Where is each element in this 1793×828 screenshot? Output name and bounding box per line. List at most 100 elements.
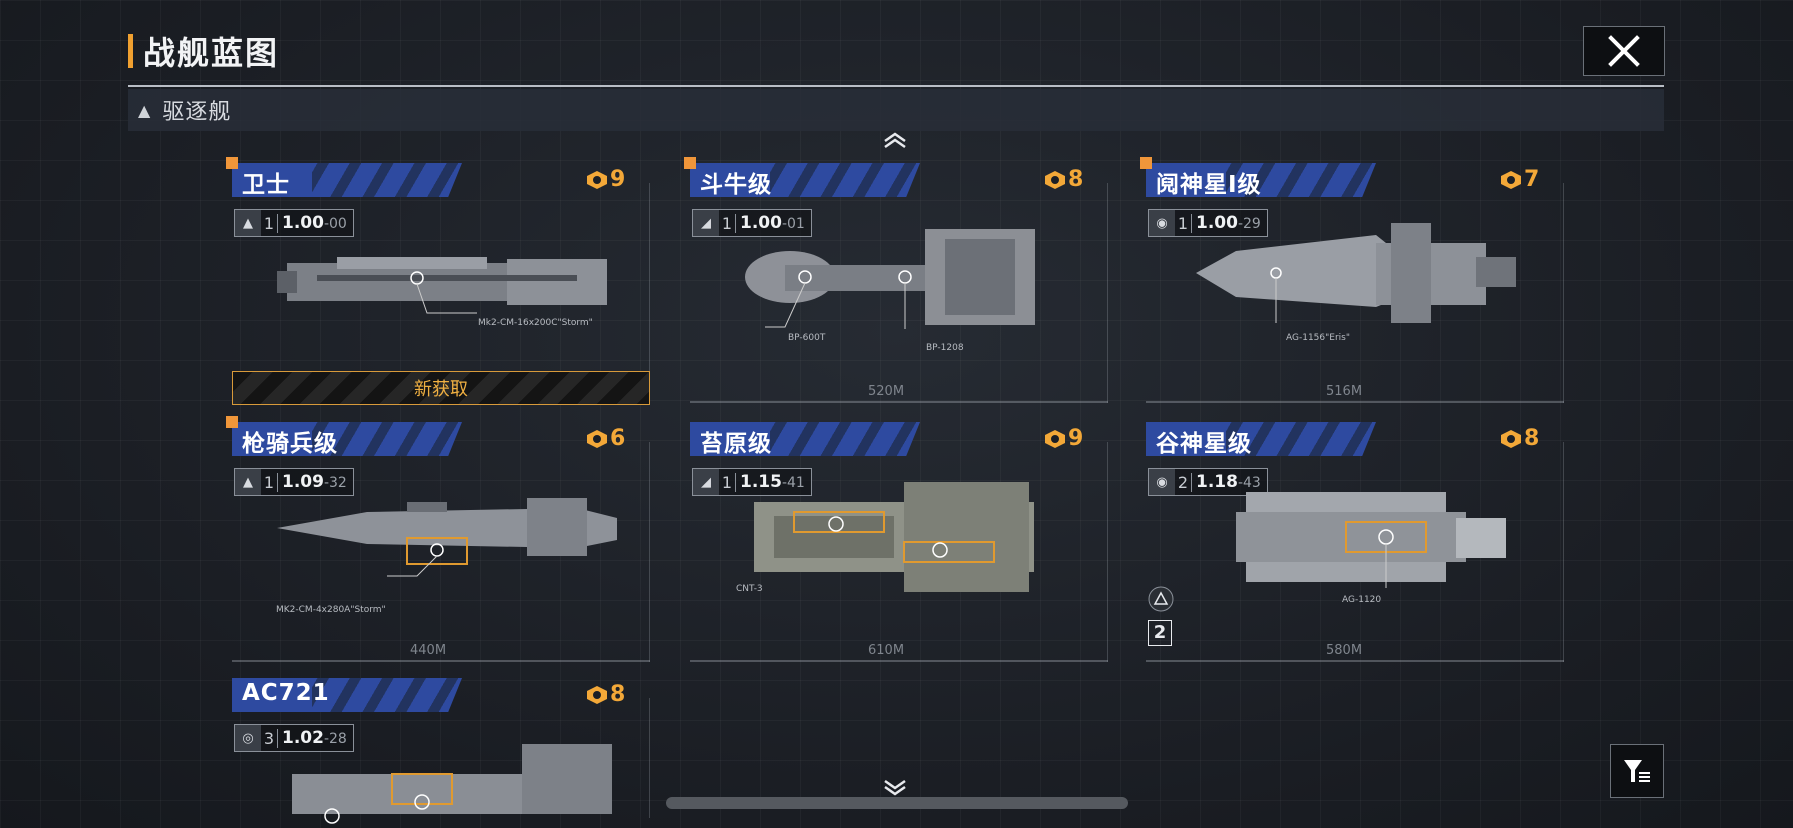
ship-image-weishi bbox=[277, 257, 607, 314]
ship-rank: 9 bbox=[586, 167, 625, 192]
rocket-icon: ▲ bbox=[235, 469, 261, 495]
header-divider bbox=[128, 85, 1664, 87]
weapon-callout-2: BP-1208 bbox=[926, 343, 964, 353]
rank-badge-icon bbox=[1501, 170, 1521, 189]
rank-badge-icon bbox=[587, 685, 607, 704]
ship-image-douniu bbox=[745, 229, 1035, 329]
triangle-badge-icon bbox=[1148, 586, 1174, 612]
ship-image-eris bbox=[1196, 223, 1516, 323]
scroll-up-arrow[interactable] bbox=[882, 130, 908, 155]
ship-name: 卫士 bbox=[242, 172, 290, 198]
ship-stats: ◉ 1 1.00-29 bbox=[1148, 209, 1268, 237]
weapon-callout: CNT-3 bbox=[736, 584, 763, 594]
ship-name: 阋神星I级 bbox=[1156, 172, 1262, 198]
globe-icon: ◎ bbox=[235, 725, 261, 751]
card-frame bbox=[1146, 401, 1564, 403]
ship-card-ac721[interactable]: AC721 8 ◎ 3 1.02-28 bbox=[232, 678, 650, 828]
ship-value: 1.02-28 bbox=[282, 728, 347, 748]
category-label: 驱逐舰 bbox=[162, 100, 232, 125]
close-icon bbox=[1608, 35, 1640, 67]
category-dropdown[interactable]: ▲ 驱逐舰 bbox=[128, 89, 1664, 131]
ship-level: 1 bbox=[261, 472, 278, 492]
weapon-callout: AG-1156"Eris" bbox=[1286, 333, 1350, 343]
ship-length: 516M bbox=[1326, 384, 1363, 399]
ship-name-bar-solid bbox=[690, 163, 770, 197]
ship-value: 1.09-32 bbox=[282, 472, 347, 492]
ship-stats: ◎ 3 1.02-28 bbox=[234, 724, 354, 752]
ship-name-bar-solid bbox=[1146, 422, 1226, 456]
card-frame-right bbox=[1107, 183, 1108, 403]
card-frame-right bbox=[649, 698, 650, 818]
weapon-callout: AG-1120 bbox=[1342, 595, 1382, 605]
triangle-up-icon: ▲ bbox=[138, 100, 151, 120]
new-acquired-banner: 新获取 bbox=[232, 371, 650, 405]
ship-image-lancer bbox=[277, 498, 617, 577]
rank-badge-icon bbox=[1045, 429, 1065, 448]
ship-card-eris[interactable]: 阋神星I级 7 ◉ 1 1.00-29 AG-1156"Eris" 516M bbox=[1140, 157, 1564, 413]
count-badge: 2 bbox=[1148, 620, 1172, 646]
card-frame bbox=[690, 660, 1108, 662]
chevron-up-icon bbox=[884, 132, 906, 149]
ship-image-ac721 bbox=[292, 744, 612, 824]
rank-badge-icon bbox=[1045, 170, 1065, 189]
ship-level: 1 bbox=[719, 213, 736, 233]
card-frame-right bbox=[1563, 183, 1564, 403]
ship-rank: 6 bbox=[586, 426, 625, 451]
ship-length: 520M bbox=[868, 384, 905, 399]
ship-card-lancer[interactable]: 枪骑兵级 6 ▲ 1 1.09-32 MK2-CM-4x280A"Storm" … bbox=[226, 416, 650, 672]
ship-rank: 9 bbox=[1044, 426, 1083, 451]
ship-level: 1 bbox=[719, 472, 736, 492]
ship-card-weishi[interactable]: 卫士 9 ▲ 1 1.00-00 Mk2-CM-16x200C"Storm" 新… bbox=[226, 157, 650, 413]
faction-icon: ◉ bbox=[1149, 210, 1175, 236]
faction-icon: ◢ bbox=[693, 210, 719, 236]
ship-level: 1 bbox=[1175, 213, 1192, 233]
new-corner-marker bbox=[684, 157, 696, 169]
ship-name-bar-solid bbox=[1146, 163, 1226, 197]
card-frame bbox=[690, 401, 1108, 403]
ship-name-bar-solid bbox=[232, 678, 312, 712]
ship-name-bar-solid bbox=[232, 163, 312, 197]
horizontal-scrollbar[interactable] bbox=[666, 797, 1128, 809]
faction-icon: ◢ bbox=[693, 469, 719, 495]
ship-stats: ▲ 1 1.09-32 bbox=[234, 468, 354, 496]
card-frame bbox=[649, 183, 650, 403]
ship-image-tundra bbox=[754, 482, 1034, 592]
rank-badge-icon bbox=[587, 170, 607, 189]
rocket-icon: ▲ bbox=[235, 210, 261, 236]
ship-length: 580M bbox=[1326, 643, 1363, 658]
ship-card-ceres[interactable]: 谷神星级 8 ◉ 2 1.18-43 AG-1120 2 580M bbox=[1146, 422, 1564, 672]
ship-length: 440M bbox=[410, 643, 447, 658]
card-frame bbox=[1146, 660, 1564, 662]
ship-name: 谷神星级 bbox=[1156, 431, 1252, 457]
ship-level: 2 bbox=[1175, 472, 1192, 492]
ship-stats: ◉ 2 1.18-43 bbox=[1148, 468, 1268, 496]
ship-rank: 7 bbox=[1500, 167, 1539, 192]
ship-stats: ◢ 1 1.15-41 bbox=[692, 468, 812, 496]
faction-icon: ◉ bbox=[1149, 469, 1175, 495]
ship-value: 1.15-41 bbox=[740, 472, 805, 492]
filter-button[interactable] bbox=[1610, 744, 1664, 798]
ship-name-bar-solid bbox=[690, 422, 770, 456]
ship-stats: ▲ 1 1.00-00 bbox=[234, 209, 354, 237]
ship-image-ceres bbox=[1236, 492, 1506, 588]
ship-value: 1.00-01 bbox=[740, 213, 805, 233]
close-button[interactable] bbox=[1583, 26, 1665, 76]
rank-badge-icon bbox=[1501, 429, 1521, 448]
ship-name: AC721 bbox=[242, 680, 330, 706]
ship-card-tundra[interactable]: 苔原级 9 ◢ 1 1.15-41 CNT-3 610M bbox=[690, 422, 1108, 672]
page-title-text: 战舰蓝图 bbox=[143, 34, 280, 72]
ship-level: 1 bbox=[261, 213, 278, 233]
new-corner-marker bbox=[226, 416, 238, 428]
ship-stats: ◢ 1 1.00-01 bbox=[692, 209, 812, 237]
new-corner-marker bbox=[226, 157, 238, 169]
rank-badge-icon bbox=[587, 429, 607, 448]
filter-icon bbox=[1624, 760, 1650, 782]
ship-name-bar-solid bbox=[232, 422, 312, 456]
ship-card-douniu[interactable]: 斗牛级 8 ◢ 1 1.00-01 BP-600T BP-1208 520M bbox=[684, 157, 1108, 413]
ship-name: 枪骑兵级 bbox=[242, 431, 338, 457]
ship-length: 610M bbox=[868, 643, 905, 658]
ship-value: 1.00-29 bbox=[1196, 213, 1261, 233]
scroll-down-arrow[interactable] bbox=[882, 778, 908, 803]
ship-rank: 8 bbox=[586, 682, 625, 707]
ship-rank: 8 bbox=[1044, 167, 1083, 192]
